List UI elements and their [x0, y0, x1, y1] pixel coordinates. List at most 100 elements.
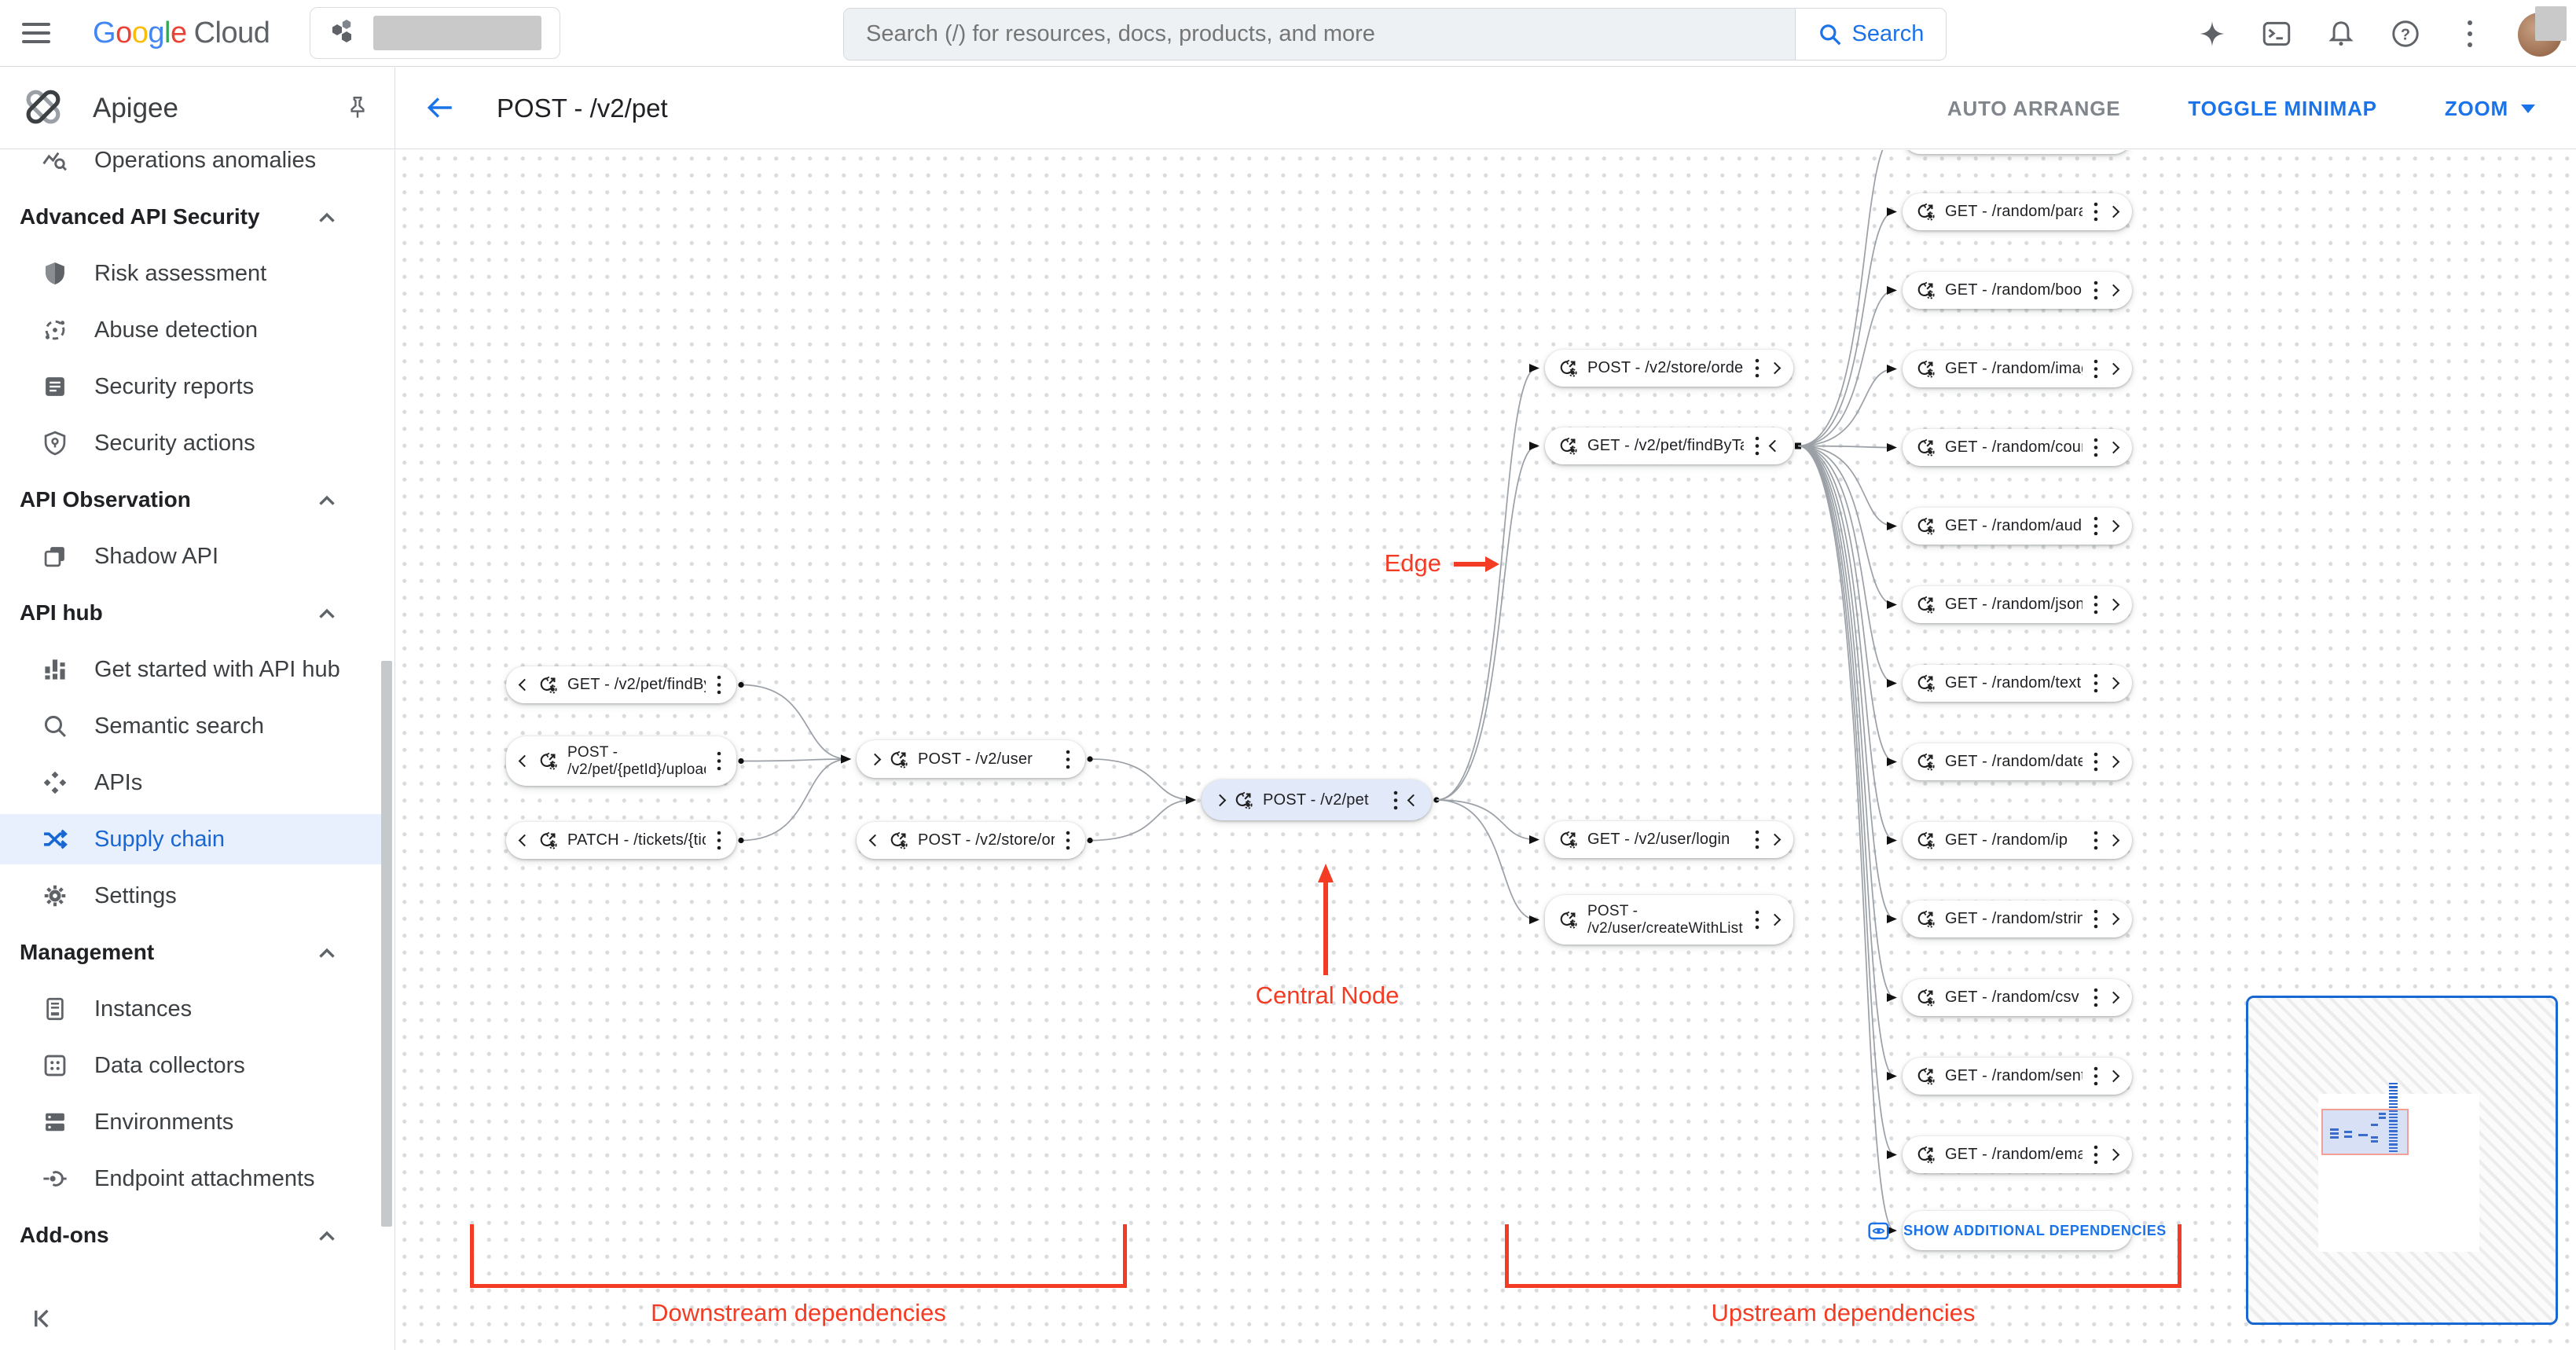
- section-header-management[interactable]: Management: [0, 927, 383, 978]
- graph-node-rImage[interactable]: GET - /random/image: [1903, 350, 2132, 387]
- sidebar-item-shadow-api[interactable]: Shadow API: [0, 531, 383, 581]
- graph-node-rParagraph[interactable]: GET - /random/paragraph: [1903, 193, 2132, 230]
- section-header-advanced-api-security[interactable]: Advanced API Security: [0, 192, 383, 242]
- sidebar-item-get-started-with-api-hub[interactable]: Get started with API hub: [0, 644, 383, 695]
- graph-node-rBoolean[interactable]: GET - /random/boolean: [1903, 272, 2132, 309]
- sidebar-item-semantic-search[interactable]: Semantic search: [0, 701, 383, 751]
- graph-node-rSentence[interactable]: GET - /random/sentence: [1903, 1058, 2132, 1095]
- chevron-right-icon[interactable]: [1768, 913, 1782, 926]
- auto-arrange-button[interactable]: AUTO ARRANGE: [1947, 96, 2121, 120]
- graph-node-postUser[interactable]: POST - /v2/user: [857, 740, 1085, 778]
- chevron-right-icon[interactable]: [1213, 794, 1227, 806]
- gemini-icon[interactable]: [2196, 17, 2229, 50]
- collapse-sidebar-icon[interactable]: [31, 1305, 58, 1336]
- graph-node-rJson[interactable]: GET - /random/json: [1903, 586, 2132, 623]
- graph-node-rEmail[interactable]: GET - /random/email: [1903, 1136, 2132, 1173]
- sidebar-item-endpoint-attachments[interactable]: Endpoint attachments: [0, 1154, 383, 1204]
- sidebar-item-risk-assessment[interactable]: Risk assessment: [0, 248, 383, 299]
- chevron-right-icon[interactable]: [2107, 1148, 2120, 1161]
- chevron-up-icon[interactable]: [317, 607, 336, 624]
- chevron-right-icon[interactable]: [2107, 362, 2120, 376]
- search-field[interactable]: [844, 9, 1795, 60]
- chevron-right-icon[interactable]: [2107, 519, 2120, 533]
- node-menu-icon[interactable]: [2093, 830, 2099, 851]
- node-menu-icon[interactable]: [2093, 594, 2099, 615]
- chevron-right-icon[interactable]: [2107, 912, 2120, 926]
- chevron-up-icon[interactable]: [317, 1229, 336, 1246]
- chevron-left-icon[interactable]: [518, 834, 531, 847]
- section-header-add-ons[interactable]: Add-ons: [0, 1210, 383, 1260]
- minimap-viewport[interactable]: [2321, 1109, 2409, 1155]
- node-menu-icon[interactable]: [2093, 987, 2099, 1008]
- node-menu-icon[interactable]: [1754, 829, 1760, 850]
- graph-node-storeOrderUp[interactable]: POST - /v2/store/order: [1545, 350, 1793, 387]
- sidebar-scrollbar[interactable]: [381, 661, 392, 1227]
- node-menu-icon[interactable]: [716, 830, 722, 851]
- sidebar-item-environments[interactable]: Environments: [0, 1097, 383, 1147]
- chevron-right-icon[interactable]: [2107, 441, 2120, 454]
- menu-icon[interactable]: [22, 20, 50, 46]
- graph-node-patchTickets[interactable]: PATCH - /tickets/{ticketId}: [506, 822, 736, 859]
- node-menu-icon[interactable]: [2093, 437, 2099, 458]
- chevron-right-icon[interactable]: [2107, 991, 2120, 1004]
- sidebar-item-security-reports[interactable]: Security reports: [0, 361, 383, 412]
- toggle-minimap-button[interactable]: TOGGLE MINIMAP: [2188, 96, 2377, 120]
- chevron-right-icon[interactable]: [2107, 1069, 2120, 1083]
- graph-node-showDeps[interactable]: SHOW ADDITIONAL DEPENDENCIES: [1868, 1211, 2166, 1250]
- chevron-left-icon[interactable]: [1407, 794, 1420, 806]
- graph-node-rAudio[interactable]: GET - /random/audio: [1903, 508, 2132, 545]
- chevron-right-icon[interactable]: [2107, 284, 2120, 297]
- node-menu-icon[interactable]: [1065, 749, 1071, 770]
- node-menu-icon[interactable]: [716, 750, 722, 772]
- zoom-button[interactable]: ZOOM: [2445, 97, 2535, 121]
- node-menu-icon[interactable]: [2093, 280, 2099, 301]
- graph-node-rDate[interactable]: GET - /random/date: [1903, 743, 2132, 780]
- pin-icon[interactable]: [344, 94, 371, 125]
- sidebar-item-abuse-detection[interactable]: Abuse detection: [0, 305, 383, 355]
- node-menu-icon[interactable]: [2093, 673, 2099, 694]
- node-menu-icon[interactable]: [1754, 435, 1760, 457]
- chevron-right-icon[interactable]: [2107, 755, 2120, 769]
- project-selector[interactable]: [310, 7, 560, 59]
- chevron-right-icon[interactable]: [1768, 361, 1782, 375]
- sidebar-item-operations-anomalies[interactable]: Operations anomalies: [0, 150, 383, 185]
- node-menu-icon[interactable]: [2093, 1144, 2099, 1165]
- search-button[interactable]: Search: [1795, 9, 1946, 60]
- graph-node-rText[interactable]: GET - /random/text: [1903, 665, 2132, 702]
- graph-node-findByTags[interactable]: GET - /v2/pet/findByTags: [1545, 427, 1793, 464]
- sidebar-item-supply-chain[interactable]: Supply chain: [0, 814, 383, 864]
- chevron-right-icon[interactable]: [868, 753, 882, 765]
- graph-node-uploadImage[interactable]: POST -/v2/pet/{petId}/uploadImage: [506, 736, 736, 786]
- section-header-api-observation[interactable]: API Observation: [0, 475, 383, 525]
- minimap[interactable]: [2246, 996, 2558, 1325]
- cloud-shell-icon[interactable]: [2260, 17, 2293, 50]
- sidebar-item-settings[interactable]: Settings: [0, 871, 383, 921]
- google-cloud-logo[interactable]: Google Cloud: [93, 0, 270, 67]
- node-menu-icon[interactable]: [716, 674, 722, 695]
- chevron-left-icon[interactable]: [868, 834, 882, 847]
- graph-node-central[interactable]: POST - /v2/pet: [1202, 780, 1432, 820]
- chevron-left-icon[interactable]: [518, 678, 531, 692]
- sidebar-item-instances[interactable]: Instances: [0, 984, 383, 1034]
- notifications-bell-icon[interactable]: [2325, 17, 2358, 50]
- graph-node-storeOrderDown[interactable]: POST - /v2/store/order: [857, 822, 1085, 859]
- chevron-left-icon[interactable]: [1768, 439, 1782, 453]
- node-menu-icon[interactable]: [2093, 908, 2099, 930]
- sidebar-item-apis[interactable]: APIs: [0, 758, 383, 808]
- chevron-right-icon[interactable]: [2107, 205, 2120, 218]
- chevron-up-icon[interactable]: [317, 211, 336, 228]
- node-menu-icon[interactable]: [2093, 358, 2099, 380]
- graph-node-findByStatus[interactable]: GET - /v2/pet/findByStatus: [506, 666, 736, 703]
- sidebar-item-data-collectors[interactable]: Data collectors: [0, 1040, 383, 1091]
- graph-node-rStrings[interactable]: GET - /random/strings: [1903, 901, 2132, 937]
- chevron-up-icon[interactable]: [317, 946, 336, 963]
- chevron-right-icon[interactable]: [1768, 833, 1782, 846]
- graph-node-rIp[interactable]: GET - /random/ip: [1903, 822, 2132, 859]
- node-menu-icon[interactable]: [2093, 201, 2099, 222]
- graph-node-createWithList[interactable]: POST -/v2/user/createWithList: [1545, 895, 1793, 945]
- graph-node-rCountry[interactable]: GET - /random/country: [1903, 429, 2132, 466]
- chevron-left-icon[interactable]: [518, 754, 531, 768]
- node-menu-icon[interactable]: [2093, 751, 2099, 772]
- sidebar-item-security-actions[interactable]: Security actions: [0, 418, 383, 468]
- chevron-right-icon[interactable]: [2107, 677, 2120, 690]
